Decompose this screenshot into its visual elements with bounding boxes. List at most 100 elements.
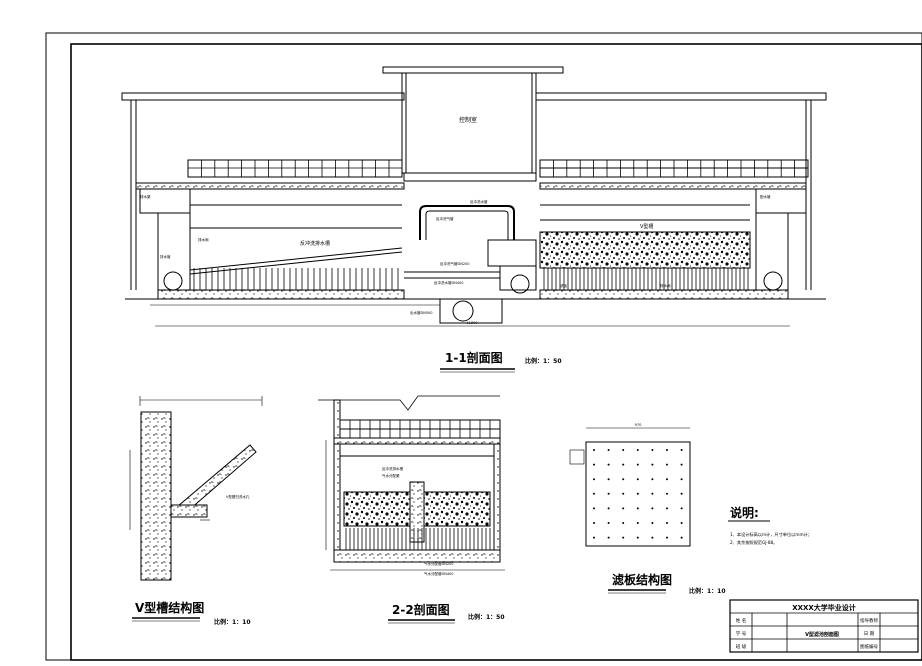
railing-right	[539, 160, 809, 177]
filter-plate-hole	[680, 492, 683, 495]
filter-plate-hole	[636, 449, 639, 451]
filter-plate-label: 滤板	[560, 283, 568, 288]
outer-frame	[45, 32, 922, 661]
v-trough-label: V型槽	[640, 223, 653, 230]
v-trough-scale: 比例：1：10	[214, 618, 251, 626]
filter-plate-hole	[680, 507, 683, 510]
filter-plate-hole	[651, 463, 654, 466]
filter-plate-hole	[607, 492, 610, 495]
nozzles-right	[543, 268, 749, 290]
dim-total: 11800	[466, 321, 477, 325]
railing-left	[187, 160, 390, 177]
filter-plate-dim: 970	[635, 423, 642, 427]
section-1-1-title-text: 1-1剖面图	[445, 350, 503, 365]
section-1-1-scale: 比例：1：50	[525, 357, 562, 365]
section-2-2-label-1: 反冲洗排水槽	[382, 466, 403, 471]
pipe-label-4: 反冲洗水管DN400	[434, 280, 464, 285]
section-2-2-title: 2-2剖面图 比例：1：50	[388, 602, 505, 624]
filter-plate-hole	[680, 522, 683, 524]
v-trough-title: V型槽结构图 比例：1：10	[132, 600, 251, 626]
title-block-advisor: 指导教师	[860, 617, 878, 624]
section-1-1-drawing	[121, 66, 827, 327]
pipe-label-2: 反冲洗气管	[436, 216, 454, 221]
right-label-1: 配水管	[760, 194, 771, 199]
nozzles-left	[193, 268, 399, 290]
filter-plate-scale: 比例：1：10	[689, 587, 726, 595]
filter-plate-hole	[636, 463, 639, 466]
filter-plate-title: 滤板结构图 比例：1：10	[608, 572, 726, 595]
notes-line-2: 2、其余按照规范GJ-88。	[730, 539, 777, 546]
filter-plate-hole	[622, 492, 625, 495]
title-block	[729, 599, 919, 653]
filter-plate-hole	[680, 536, 683, 539]
section-2-2-scale: 比例：1：50	[468, 613, 505, 621]
filter-plate-hole	[622, 449, 625, 451]
filter-plate-hole	[651, 492, 654, 495]
filter-plate-hole	[651, 536, 654, 539]
control-room-label: 控制室	[459, 116, 477, 124]
filter-plate-hole	[607, 522, 610, 524]
filter-plate-hole	[651, 478, 654, 481]
v-trough-hole-label: V型槽扫洗水孔	[226, 494, 250, 499]
filter-plate-hole	[593, 478, 595, 481]
filter-plate-hole	[651, 449, 654, 451]
filter-plate-hole	[622, 536, 625, 539]
notes: 说明: 1、本设计标高以m计，尺寸单位以mm计； 2、其余按照规范GJ-88。	[728, 505, 812, 546]
right-label-2: 排水阀	[660, 283, 671, 288]
filter-plate-hole	[607, 536, 610, 539]
v-trough-drawing	[129, 396, 263, 581]
filter-plate-hole	[636, 507, 639, 510]
filter-plate-hole	[593, 507, 595, 510]
left-label-1: 排水渠	[140, 194, 151, 199]
filter-plate-hole	[651, 507, 654, 510]
section-2-2-label-4: 气水分配管DN400	[424, 571, 454, 576]
pipe-label-3: 反冲洗气管DN200	[440, 261, 470, 266]
filter-plate-hole	[680, 449, 683, 451]
filter-plate-hole	[666, 492, 668, 495]
filter-plate-hole	[593, 449, 595, 451]
filter-plate-hole	[666, 507, 668, 510]
notes-line-1: 1、本设计标高以m计，尺寸单位以mm计；	[730, 531, 812, 538]
filter-plate-hole	[622, 507, 625, 510]
filter-plate-hole	[607, 449, 610, 451]
filter-plate-holes	[593, 449, 683, 539]
bottom-label-1: 出水管DN500	[410, 310, 433, 315]
filter-plate-hole	[636, 522, 639, 524]
filter-plate-hole	[636, 478, 639, 481]
filter-plate-hole	[593, 492, 595, 495]
filter-plate-hole	[607, 478, 610, 481]
notes-title: 说明:	[730, 505, 759, 520]
filter-plate-hole	[607, 507, 610, 510]
filter-plate-hole	[593, 522, 595, 524]
title-block-name: 姓 名	[736, 617, 746, 624]
filter-plate-hole	[666, 536, 668, 539]
section-2-2-title-text: 2-2剖面图	[392, 602, 450, 617]
backwash-trough-label: 反冲洗排水槽	[300, 240, 330, 247]
pipe-label-1: 反冲洗水管	[470, 199, 488, 204]
filter-plate-hole	[622, 463, 625, 466]
title-block-school: XXXX大学毕业设计	[792, 603, 856, 612]
title-block-drawing-no: 图纸编号	[860, 643, 878, 650]
filter-plate-hole	[651, 522, 654, 524]
filter-plate-hole	[680, 463, 683, 466]
filter-plate-hole	[593, 463, 595, 466]
filter-plate-title-text: 滤板结构图	[612, 572, 672, 587]
v-trough-title-text: V型槽结构图	[135, 600, 204, 615]
left-label-2: 排水阀	[198, 237, 209, 242]
filter-plate-hole	[607, 463, 610, 466]
filter-plate-hole	[622, 478, 625, 481]
filter-plate-hole	[636, 536, 639, 539]
filter-plate-hole	[622, 522, 625, 524]
section-2-2-label-2: 气水分配渠	[382, 473, 400, 478]
left-label-3: 排水管	[160, 254, 171, 259]
section-1-1-title: 1-1剖面图 比例：1：50	[440, 350, 562, 373]
filter-plate-hole	[593, 536, 595, 539]
title-block-drawing-title: V型滤池剖面图	[805, 631, 839, 638]
section-2-2-label-3: 气水分配管DN200	[424, 561, 454, 566]
filter-plate-hole	[666, 463, 668, 466]
filter-plate-hole	[680, 478, 683, 481]
inner-frame	[70, 43, 922, 661]
filter-plate-drawing	[569, 427, 691, 547]
title-block-class: 班 级	[736, 643, 747, 650]
